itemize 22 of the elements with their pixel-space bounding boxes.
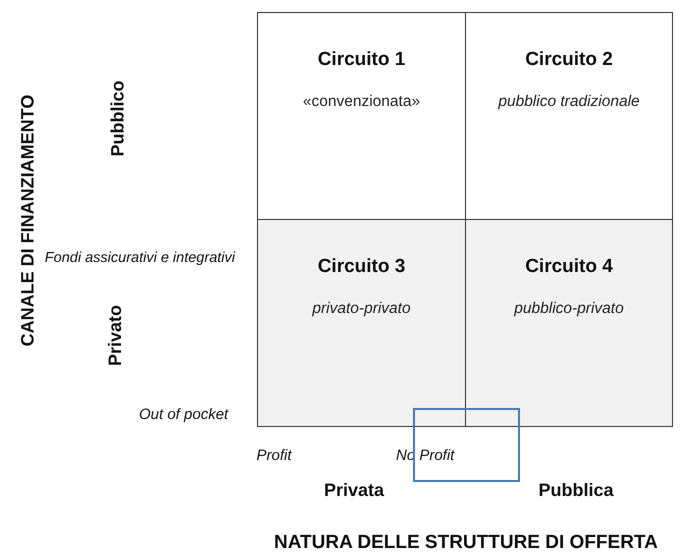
axis-category: Privato — [104, 304, 126, 366]
axis-note: Out of pocket — [139, 406, 228, 422]
matrix-cell — [465, 219, 673, 427]
cell-text: privato-privato — [312, 300, 411, 318]
axis-category: Pubblica — [538, 480, 614, 500]
axis-title: NATURA DELLE STRUTTURE DI OFFERTA — [274, 532, 658, 554]
axis-category: Privata — [324, 480, 384, 500]
cell-text: «convenzionata» — [302, 93, 420, 111]
cell-heading: Circuito 2 — [525, 49, 613, 71]
axis-title: CANALE DI FINANZIAMENTO — [17, 94, 38, 346]
cell-text: pubblico tradizionale — [498, 93, 640, 111]
matrix-cell — [257, 12, 466, 220]
cell-heading: Circuito 4 — [525, 256, 613, 278]
matrix-cell — [465, 12, 673, 220]
cell-heading: Circuito 1 — [318, 49, 406, 71]
cell-text: pubblico-privato — [514, 300, 624, 318]
axis-note: Profit — [256, 446, 292, 464]
axis-category: Pubblico — [108, 80, 128, 156]
axis-note: Fondi assicurativi e integrativi — [44, 250, 235, 266]
cell-heading: Circuito 3 — [318, 256, 406, 278]
highlight-frame — [413, 408, 520, 482]
matrix-cell — [257, 219, 466, 427]
